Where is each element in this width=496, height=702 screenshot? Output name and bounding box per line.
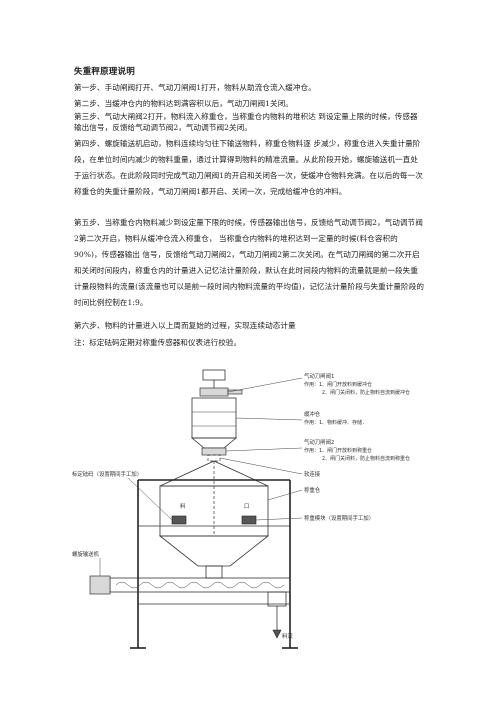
label-weigh-module: 称重模块（设置期间手工加） (304, 514, 374, 522)
leader-calib-weight (127, 477, 173, 521)
label-valve-1: 气动刀闸阀1 (304, 372, 334, 380)
weighing-system-diagram: 料 口 料流 (68, 368, 440, 668)
leader-soft-conn (219, 457, 303, 475)
label-calib-weight: 标定砝码（设置期间手工加） (72, 470, 142, 478)
weighing-module-right (241, 515, 257, 525)
label-soft-conn: 软连接 (304, 470, 321, 478)
conveyor-motor (89, 575, 111, 595)
document-title: 失重秤原理说明 (74, 67, 135, 77)
buffer-bin-cone (190, 437, 238, 449)
leader-weigh-module (255, 517, 303, 521)
weigh-bin-cone (158, 535, 270, 567)
buffer-bin (191, 397, 237, 439)
leader-valve-1 (227, 377, 303, 393)
diagram-svg: 料 口 料流 (72, 369, 410, 649)
soft-connection (207, 454, 221, 462)
label-buffer: 缓冲仓 (304, 410, 321, 418)
weigh-bin-outlet (205, 565, 223, 579)
inside-label-left: 料 (180, 502, 186, 510)
leader-valve-2 (225, 447, 303, 452)
step-4: 第四步、螺旋输送机启动，物料连续均匀往下输送物料，称重仓物料逐 步减少，称重仓进… (74, 139, 423, 196)
label-buffer-fn: 作用：1、物料缓冲、存储. (304, 419, 365, 426)
label-weigh-bin: 称重仓 (304, 486, 321, 494)
weighing-module-left (171, 515, 187, 525)
leader-buffer (235, 417, 303, 421)
step-6: 第六步、物料的计量进入以上周而复始的过程，实现连续动态计量 (74, 321, 296, 330)
step-1: 第一步、手动闸阀打开、气动刀闸阀1打开，物料从助流仓流入缓冲仓。 (74, 83, 316, 92)
leader-weigh-bin (267, 489, 303, 501)
label-valve-1-fn2: 2、闸门关闭料，防止物料自流到缓冲仓 (322, 389, 410, 396)
step-3: 第三步、气动大闸阀2打开，物料流入称重仓，当称重仓内物料的堆积达 到设定量上限的… (74, 112, 418, 132)
label-valve-2: 气动刀闸阀2 (304, 438, 334, 446)
inlet-flange (202, 369, 226, 381)
calibration-note: 注：标定砝码定期对称重传感器和仪表进行校验。 (74, 338, 242, 347)
discharge-arrow (272, 629, 282, 639)
label-screw-conveyor: 螺旋输送机 (72, 550, 100, 558)
inside-label-right: 口 (244, 503, 249, 510)
label-valve-1-fn1: 作用：1、闸门开放料到缓冲仓 (304, 381, 372, 388)
step-5: 第五步、当称重仓内物料减少到设定量下限的时候，传感器输出信号，反馈给气动调节阀2… (74, 218, 424, 307)
gate-valve-1 (199, 387, 229, 397)
discharge-label: 料流 (282, 632, 293, 640)
gate-valve-2 (201, 447, 227, 456)
screw-flight (115, 581, 285, 589)
step-2: 第二步、当缓冲仓内的物料达到满容积以后，气动刀闸阀1关闭。 (74, 99, 293, 108)
label-valve-2-fn1: 作用：1、闸门开放料到称重仓 (304, 447, 372, 454)
label-valve-2-fn2: 2、闸门关闭料，防止物料自流到称重仓 (322, 455, 410, 462)
